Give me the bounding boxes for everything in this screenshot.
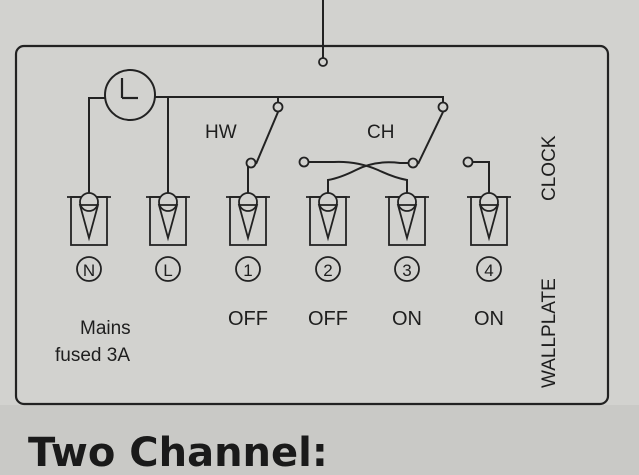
terminal-3: 3ON [385,192,429,330]
terminal-id-circle [155,256,181,282]
terminal-id-circle [315,256,341,282]
terminal-4: 4ON [467,192,511,330]
terminal-id-label: 1 [243,261,252,280]
terminal-id-label: L [163,261,172,280]
mains-note-line2: fused 3A [55,345,130,366]
wallplate-side-label: WALLPLATE [539,278,560,388]
terminal-id-circle [394,256,420,282]
clock-icon [104,69,156,121]
hw-switch-label: HW [205,122,237,143]
ch-switch-label: CH [367,122,394,143]
terminal-id-label: 2 [323,261,332,280]
switch-contacts [245,101,474,169]
terminal-id-circle [476,256,502,282]
terminal-state-label: OFF [228,308,268,330]
terminal-id-label: 3 [402,261,411,280]
terminal-n: N [67,192,111,282]
terminal-state-label: OFF [308,308,348,330]
terminal-state-label: ON [474,308,504,330]
wiring [88,96,490,193]
clock-side-label: CLOCK [539,135,560,201]
terminal-id-label: N [83,261,95,280]
wallplate-frame [14,44,610,406]
terminal-l: L [146,192,190,282]
mains-note-line1: Mains [80,318,131,339]
terminal-state-label: ON [392,308,422,330]
section-heading: Two Channel: [28,430,328,475]
terminal-id-circle [235,256,261,282]
cable-entry-node [318,57,328,67]
terminal-id-label: 4 [484,261,493,280]
terminal-id-circle [76,256,102,282]
paper-lower [0,405,639,475]
